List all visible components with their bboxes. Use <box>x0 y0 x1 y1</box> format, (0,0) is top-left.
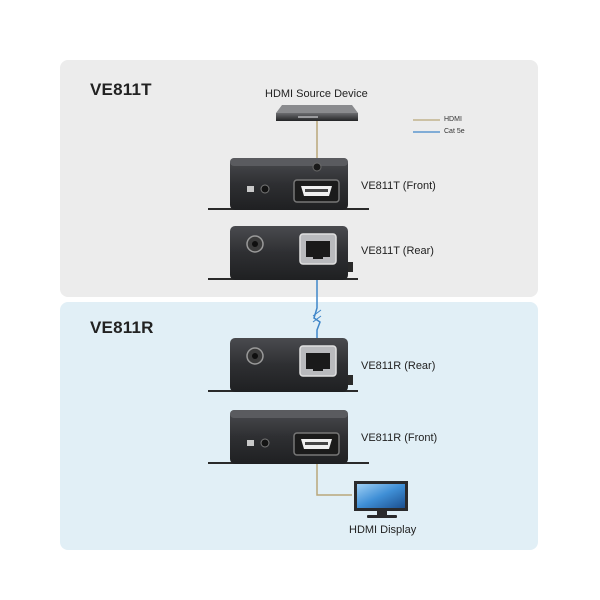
jack-icon <box>260 438 270 448</box>
ve811t-front-device <box>208 158 369 210</box>
cat5e-cable <box>313 280 321 338</box>
jack-icon <box>260 184 270 194</box>
hdmi-display-label: HDMI Display <box>349 524 417 536</box>
ve811r-rear-device <box>208 338 358 392</box>
legend-hdmi-label: HDMI <box>444 116 462 123</box>
legend-cat5e-label: Cat 5e <box>444 128 465 135</box>
ve811t-rear-label: VE811T (Rear) <box>361 245 434 257</box>
ve811r-rear-label: VE811R (Rear) <box>361 360 436 372</box>
hdmi-source-label: HDMI Source Device <box>265 88 368 100</box>
switch-icon <box>247 186 254 192</box>
ve811r-front-label: VE811R (Front) <box>361 432 438 444</box>
led-indicator <box>312 162 322 172</box>
hdmi-cable-display <box>316 458 352 496</box>
ve811r-panel-title: VE811R <box>90 318 154 337</box>
ve811t-rear-device <box>208 226 358 280</box>
ve811t-panel-title: VE811T <box>90 80 152 99</box>
cable-break-mark <box>312 309 322 317</box>
ve811r-front-device <box>208 410 369 464</box>
ve811t-front-label: VE811T (Front) <box>361 180 436 192</box>
hdmi-source-device <box>276 105 358 121</box>
switch-icon <box>247 440 254 446</box>
cable-break-mark <box>312 315 322 323</box>
hdmi-display-monitor <box>354 481 408 518</box>
